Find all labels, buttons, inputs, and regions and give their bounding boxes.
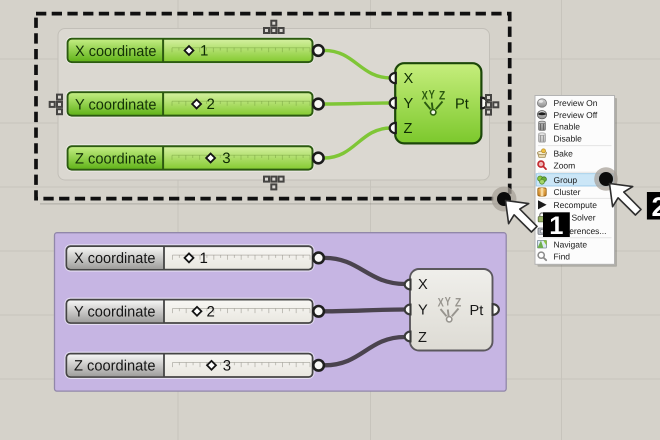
svg-text:Y: Y	[445, 295, 452, 309]
svg-text:Recompute: Recompute	[554, 200, 598, 210]
svg-text:2: 2	[207, 303, 215, 320]
svg-text:Enable: Enable	[554, 122, 581, 132]
svg-text:Pt: Pt	[470, 303, 484, 319]
svg-text:X: X	[422, 89, 429, 103]
svg-text:Cluster: Cluster	[554, 187, 581, 197]
svg-text:Y coordinate: Y coordinate	[75, 96, 157, 113]
svg-text:Z: Z	[455, 296, 462, 310]
svg-text:Z coordinate: Z coordinate	[74, 358, 156, 375]
svg-text:1: 1	[200, 250, 208, 267]
svg-text:1: 1	[200, 43, 208, 60]
svg-text:Z coordinate: Z coordinate	[75, 150, 157, 167]
svg-text:Z: Z	[439, 89, 446, 103]
svg-text:X: X	[438, 296, 445, 310]
svg-text:Preview On: Preview On	[554, 98, 598, 108]
svg-text:X: X	[404, 71, 414, 87]
svg-text:2: 2	[651, 192, 660, 222]
svg-text:Disable: Disable	[554, 133, 583, 143]
svg-text:Y: Y	[404, 96, 414, 112]
svg-text:X coordinate: X coordinate	[75, 43, 157, 60]
svg-text:1: 1	[549, 212, 563, 240]
svg-text:Y coordinate: Y coordinate	[74, 304, 156, 321]
svg-text:Navigate: Navigate	[554, 239, 588, 249]
svg-text:Group: Group	[554, 175, 578, 185]
svg-text:3: 3	[222, 150, 230, 167]
svg-text:X: X	[418, 277, 428, 293]
svg-text:Y: Y	[429, 88, 436, 102]
svg-text:Bake: Bake	[554, 149, 574, 159]
svg-text:Z: Z	[404, 121, 413, 137]
svg-text:Y: Y	[418, 303, 428, 319]
svg-text:Find: Find	[554, 251, 571, 261]
svg-text:X coordinate: X coordinate	[74, 250, 156, 267]
svg-text:Pt: Pt	[455, 97, 469, 113]
svg-text:Zoom: Zoom	[554, 160, 576, 170]
svg-text:Preview Off: Preview Off	[554, 110, 598, 120]
svg-text:erences...: erences...	[569, 226, 606, 236]
svg-text:3: 3	[223, 357, 231, 374]
svg-text:Z: Z	[418, 330, 427, 346]
svg-text:Solver: Solver	[572, 213, 596, 223]
svg-text:2: 2	[207, 96, 215, 113]
